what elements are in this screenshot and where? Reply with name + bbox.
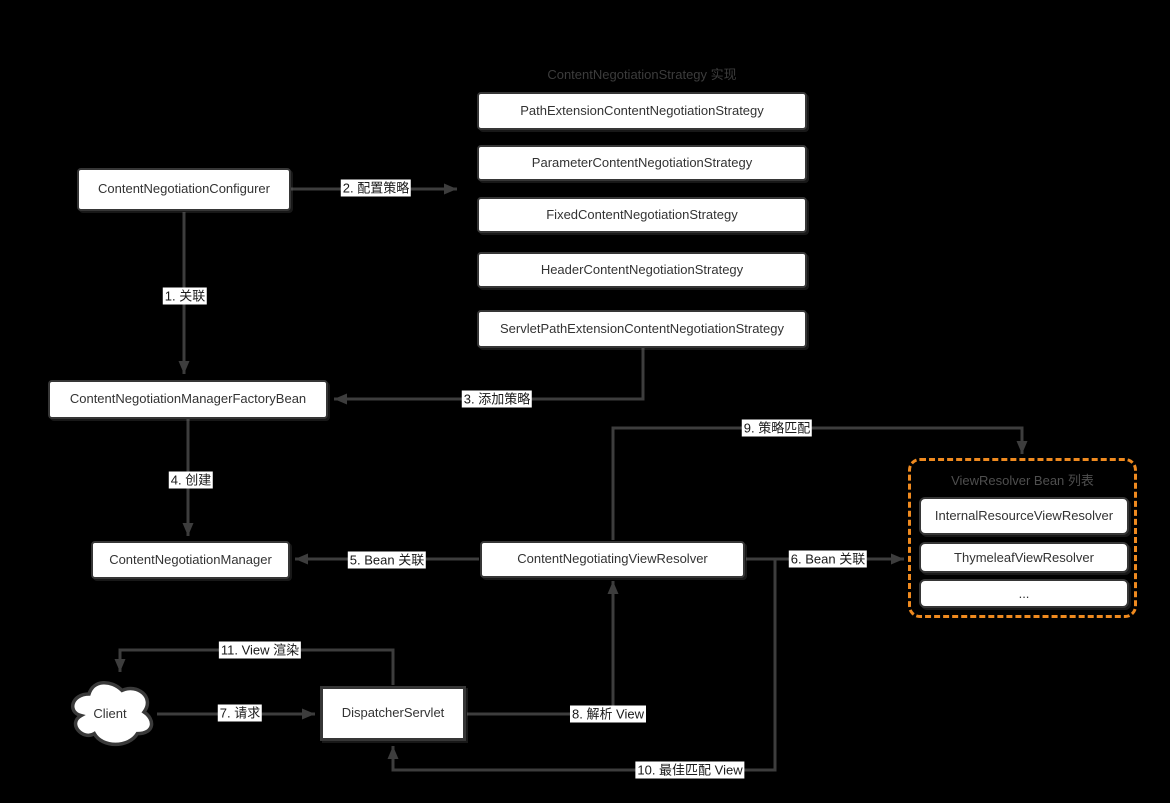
cloud-icon [71,681,154,747]
edge-label-4-create: 4. 创建 [168,471,214,489]
edge-label-6-bean-associate: 6. Bean 关联 [788,550,868,568]
client-cloud [62,671,160,760]
viewresolver-bean-group: ViewResolver Bean 列表 InternalResourceVie… [908,458,1137,618]
edge-label-10-best-match-view: 10. 最佳匹配 View [635,761,745,779]
strategy-box-parameter: ParameterContentNegotiationStrategy [477,145,807,181]
edge-label-5-bean-associate: 5. Bean 关联 [347,551,427,569]
node-content-negotiating-view-resolver: ContentNegotiatingViewResolver [480,541,745,578]
strategy-box-servletpathextension: ServletPathExtensionContentNegotiationSt… [477,310,807,348]
resolver-box-internal-resource: InternalResourceViewResolver [919,497,1129,535]
edge-label-2-configure-strategy: 2. 配置策略 [340,179,412,197]
node-content-negotiation-manager-factory-bean: ContentNegotiationManagerFactoryBean [48,380,328,419]
edge-label-9-strategy-match: 9. 策略匹配 [741,419,813,437]
node-dispatcher-servlet: DispatcherServlet [320,686,466,741]
viewresolver-bean-group-title: ViewResolver Bean 列表 [951,473,1094,488]
node-client-label: Client [93,705,127,721]
strategy-group-title: ContentNegotiationStrategy 实现 [547,67,737,82]
edge-label-1-associate: 1. 关联 [162,287,208,305]
edge-label-11-view-render: 11. View 渲染 [218,641,302,659]
resolver-box-thymeleaf: ThymeleafViewResolver [919,542,1129,573]
strategy-box-fixed: FixedContentNegotiationStrategy [477,197,807,233]
edge-3-add-strategy-line [334,348,645,405]
edge-9-strategy-match-line [611,426,1028,540]
node-content-negotiation-manager: ContentNegotiationManager [91,541,290,579]
resolver-box-ellipsis: ... [919,579,1129,608]
edge-8-resolve-view-line [467,581,619,716]
edge-label-3-add-strategy: 3. 添加策略 [461,390,533,408]
edge-10-best-match-view-line [387,559,777,772]
node-content-negotiation-configurer: ContentNegotiationConfigurer [77,168,291,211]
strategy-box-pathextension: PathExtensionContentNegotiationStrategy [477,92,807,130]
edge-label-7-request: 7. 请求 [217,704,263,722]
edge-label-8-resolve-view: 8. 解析 View [569,705,647,723]
strategy-box-header: HeaderContentNegotiationStrategy [477,252,807,288]
